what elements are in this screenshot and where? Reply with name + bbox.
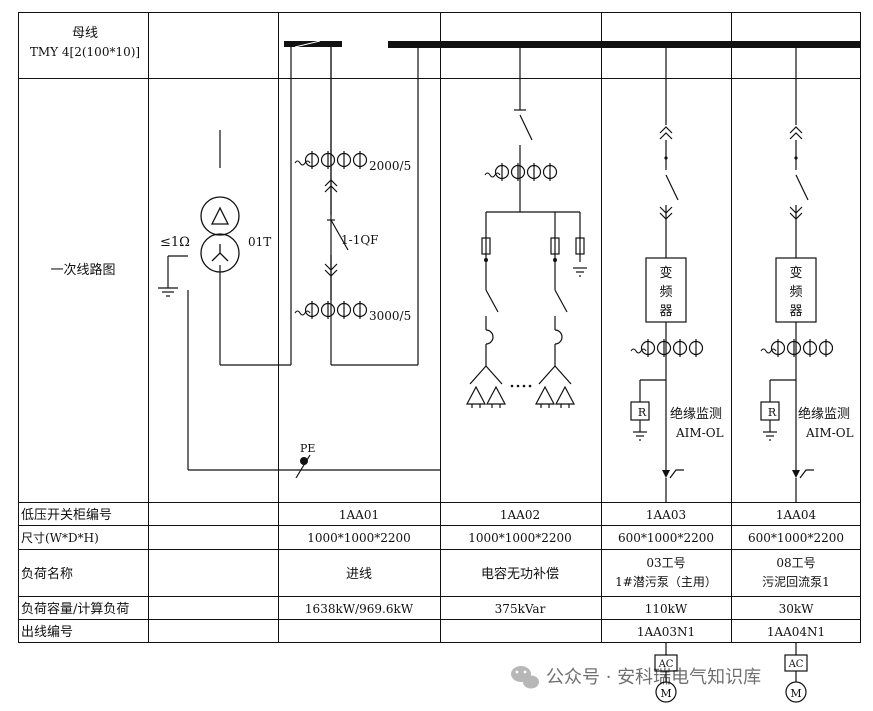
cabinet-size: 1000*1000*2200 xyxy=(307,531,411,545)
aim-model-label: AIM-OL xyxy=(805,426,854,440)
row-label-outgoing-no: 出线编号 xyxy=(21,625,73,640)
table-grid xyxy=(18,12,861,643)
motor-symbol: M xyxy=(790,687,801,700)
cabinet-column-1aa02: 1AA02 1000*1000*2200 电容无功补偿 375kVar xyxy=(468,508,572,616)
busbar-segment-2 xyxy=(388,41,860,48)
cabinet-load-name: 电容无功补偿 xyxy=(481,566,559,582)
cabinet-size: 1000*1000*2200 xyxy=(468,531,572,545)
busbar-lines xyxy=(284,40,860,48)
cabinet-load-name: 进线 xyxy=(346,567,372,582)
cabinet-column-1aa04: 1AA04 600*1000*2200 08工号 污泥回流泵1 30kW 1AA… xyxy=(748,508,844,639)
vfd-char-3: 器 xyxy=(789,304,802,319)
breaker-mark xyxy=(664,156,668,160)
watermark-text: 公众号 · 安科瑞电气知识库 xyxy=(546,667,761,688)
row-label-load-capacity: 负荷容量/计算负荷 xyxy=(21,601,129,617)
vfd-char-1: 变 xyxy=(659,265,672,281)
ac-symbol: AC xyxy=(788,659,804,670)
cabinet-capacity: 1638kW/969.6kW xyxy=(305,602,414,616)
wechat-icon xyxy=(511,666,539,689)
row-label-size: 尺寸(W*D*H) xyxy=(21,531,99,545)
r-symbol: R xyxy=(638,406,647,419)
feeder-circuit-1aa04 xyxy=(760,48,817,703)
cabinet-no: 1AA04 xyxy=(776,508,817,522)
vfd-char-2: 频 xyxy=(789,285,802,300)
drawout-contact xyxy=(789,126,803,140)
arrow-head xyxy=(662,470,670,478)
cabinet-load-name-line2: 1#潜污泵（主用） xyxy=(615,575,717,589)
cabinet-column-1aa03: 1AA03 600*1000*2200 03工号 1#潜污泵（主用） 110kW… xyxy=(615,508,717,639)
transformer-symbol xyxy=(200,196,240,273)
cabinet-load-name-line1: 08工号 xyxy=(776,556,815,570)
cabinet-size: 600*1000*2200 xyxy=(618,531,714,545)
capacitor-circuit xyxy=(469,48,587,385)
ct-ratio-2: 3000/5 xyxy=(369,309,411,323)
busbar-spec: TMY 4[2(100*10)] xyxy=(30,45,140,59)
ct-group-1aa03 xyxy=(630,338,704,358)
ct-group-1aa04 xyxy=(760,338,834,358)
vfd-char-2: 频 xyxy=(659,285,672,300)
busbar-segment-1 xyxy=(284,41,342,47)
r-symbol: R xyxy=(768,406,777,419)
transformer-label: 01T xyxy=(248,235,271,249)
breaker-label: 1-1QF xyxy=(341,233,379,247)
cabinet-capacity: 110kW xyxy=(645,602,688,616)
cabinet-no: 1AA02 xyxy=(500,508,540,522)
cabinet-no: 1AA03 xyxy=(646,508,686,522)
pe-dot xyxy=(300,457,308,465)
cabinet-column-1aa01: 1AA01 1000*1000*2200 进线 1638kW/969.6kW xyxy=(305,508,414,616)
cabinet-outgoing: 1AA03N1 xyxy=(637,625,695,639)
arrow-head xyxy=(792,470,800,478)
cabinet-load-name-line2: 污泥回流泵1 xyxy=(762,575,830,589)
cabinet-capacity: 30kW xyxy=(779,602,815,616)
insulation-monitor-label: 绝缘监测 xyxy=(670,406,722,422)
drawout-contact xyxy=(659,126,673,140)
ac-symbol: AC xyxy=(658,659,674,670)
row-label-load-name: 负荷名称 xyxy=(21,566,73,582)
cabinet-size: 600*1000*2200 xyxy=(748,531,844,545)
grounding-resistance: ≤1Ω xyxy=(160,235,190,250)
ct-group-capacitor xyxy=(484,162,558,182)
capacitor-bank xyxy=(466,384,575,409)
busbar-label: 母线 xyxy=(72,26,98,41)
primary-diagram-label: 一次线路图 xyxy=(50,262,115,278)
cabinet-no: 1AA01 xyxy=(339,508,379,522)
ct-ratio-1: 2000/5 xyxy=(369,159,411,173)
cabinet-outgoing: 1AA04N1 xyxy=(767,625,825,639)
insulation-monitor-label: 绝缘监测 xyxy=(798,406,850,422)
aim-model-label: AIM-OL xyxy=(675,426,724,440)
row-label-cabinet-no: 低压开关柜编号 xyxy=(21,508,112,523)
vfd-char-1: 变 xyxy=(789,265,802,281)
cabinet-load-name-line1: 03工号 xyxy=(646,556,685,570)
breaker-mark xyxy=(794,156,798,160)
motor-symbol: M xyxy=(660,687,671,700)
incoming-circuit xyxy=(158,47,440,479)
watermark: 公众号 · 安科瑞电气知识库 xyxy=(511,666,761,689)
cabinet-capacity: 375kVar xyxy=(495,602,546,616)
vfd-char-3: 器 xyxy=(659,304,672,319)
pe-label: PE xyxy=(300,442,315,455)
